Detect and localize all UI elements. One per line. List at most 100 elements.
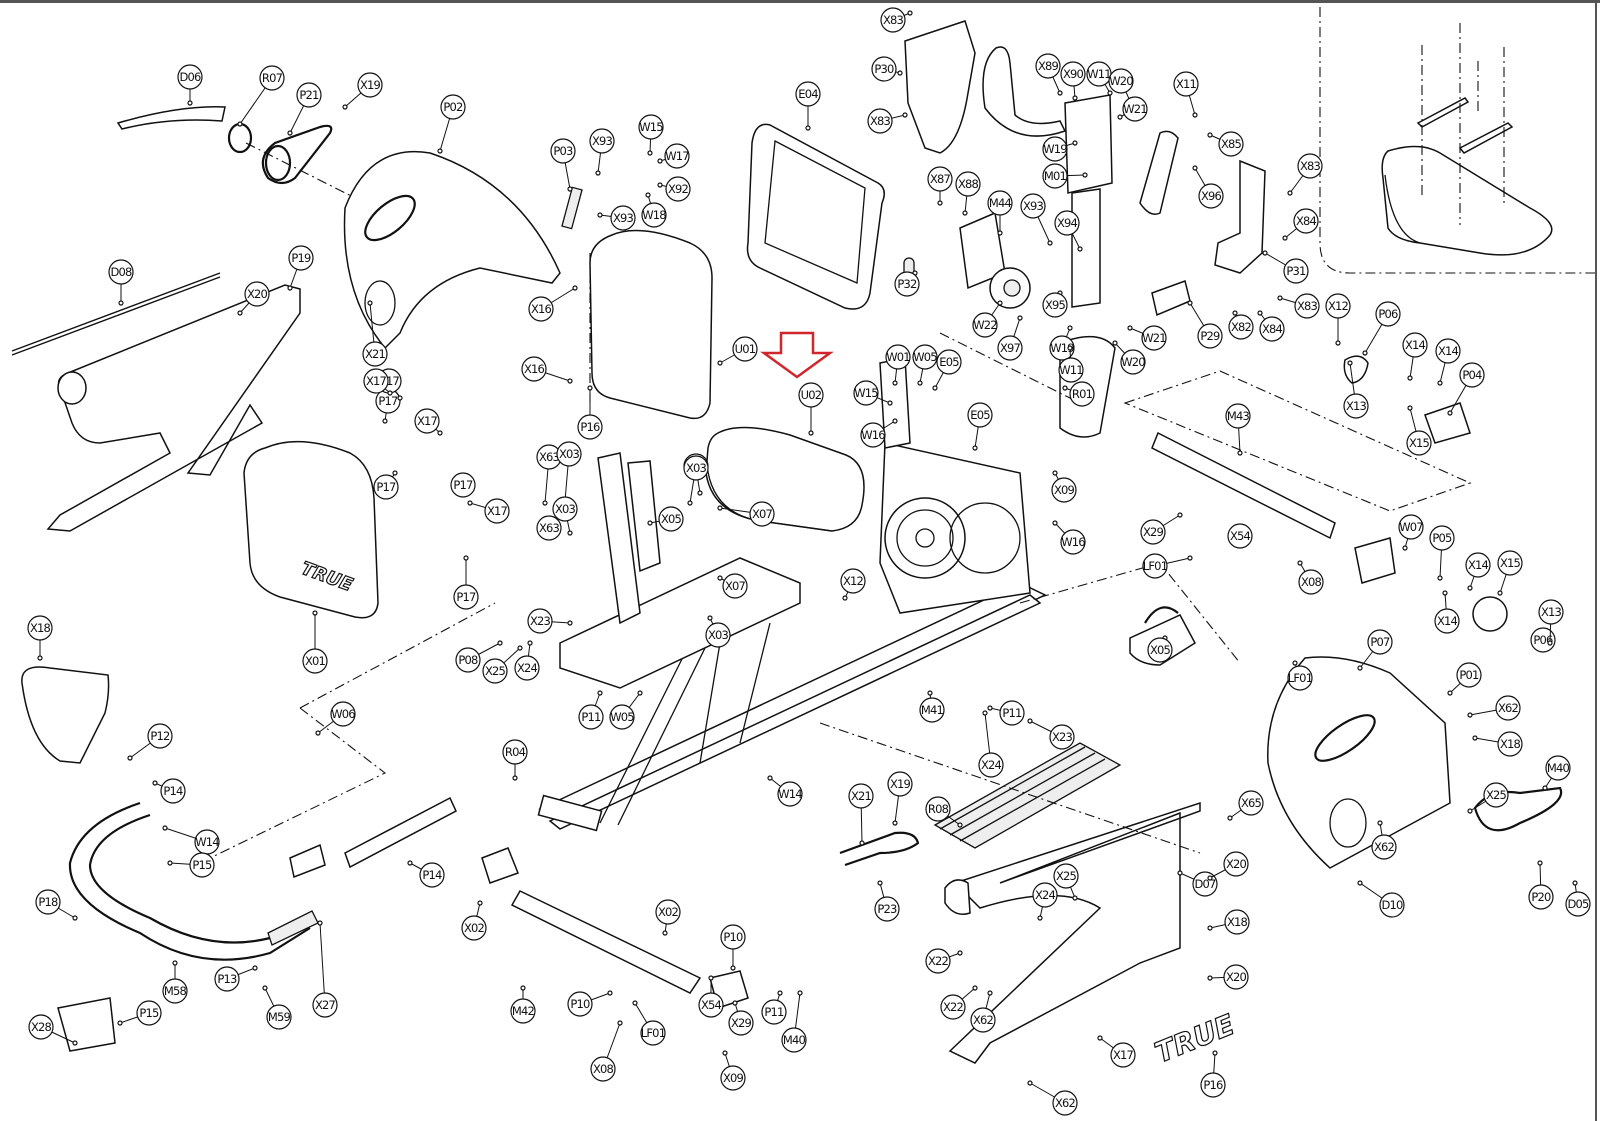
callout-m58: M58 (162, 960, 188, 1004)
cover-p21-hole (264, 144, 292, 182)
callout-label: X25 (1056, 869, 1077, 883)
callout-label: X21 (365, 347, 386, 361)
callout-bubble (1053, 863, 1079, 889)
callout-p32: P32 (894, 270, 920, 297)
callout-leader-dot (1442, 590, 1448, 596)
callout-bubble (414, 408, 440, 434)
callout-label: X05 (1150, 643, 1171, 657)
callout-bubble (1122, 96, 1148, 122)
callout-bubble (880, 7, 906, 33)
callout-bubble (1049, 335, 1075, 361)
callout-leader-dot (997, 300, 1003, 306)
callout-bubble (720, 1065, 746, 1091)
callout-bubble (1069, 381, 1095, 407)
callout-label: X08 (593, 1062, 614, 1076)
mast-m01 (1064, 94, 1113, 194)
callout-leader-dot (287, 285, 293, 291)
callout-leader-dot (1072, 895, 1078, 901)
callout-w15: W15 (638, 114, 664, 156)
callout-bubble (1224, 909, 1250, 935)
callout-label: D05 (1567, 897, 1589, 911)
callout-label: P11 (581, 710, 601, 724)
callout-bubble (732, 336, 758, 362)
callout-bubble (665, 176, 691, 202)
callout-x89: X89 (1035, 53, 1063, 96)
callout-leader-dot (892, 418, 898, 424)
callout-leader-dot (957, 950, 963, 956)
callout-label: W21 (1123, 102, 1147, 116)
callout-leader-dot (732, 1000, 738, 1006)
callout-leader-dot (1177, 870, 1183, 876)
callout-x22: X22 (940, 985, 978, 1020)
bracket-p13 (57, 997, 116, 1052)
callout-leader-dot (1082, 172, 1088, 178)
callout-bubble (244, 281, 270, 307)
callout-leader-dot (367, 300, 373, 306)
decal-d08-edge (11, 276, 221, 356)
callout-bubble (1032, 882, 1058, 908)
callout-bubble (1060, 61, 1086, 87)
decal-d08 (11, 272, 221, 352)
callout-leader-dot (1192, 112, 1198, 118)
callout-label: X83 (883, 13, 904, 27)
callout-bubble (1198, 183, 1224, 209)
callout-bubble (482, 658, 508, 684)
callout-label: X17 (417, 414, 438, 428)
callout-bubble (312, 992, 338, 1018)
callout-bubble (1465, 552, 1491, 578)
callout-d07: D07 (1177, 870, 1218, 897)
callout-label: X15 (1409, 436, 1430, 450)
callout-p11: P11 (761, 990, 787, 1025)
callout-p06: P06 (1530, 627, 1556, 653)
callout-label: X14 (1468, 558, 1489, 572)
callout-leader-dot (1357, 665, 1363, 671)
callout-x62: X62 (1371, 820, 1397, 860)
callout-bubble (1227, 523, 1253, 549)
callout-label: X62 (973, 1013, 994, 1027)
callout-x85: X85 (1207, 131, 1244, 157)
callout-leader-dot (152, 780, 158, 786)
callout-label: LF01 (641, 1026, 666, 1040)
tube-r04 (344, 796, 457, 869)
callout-x23: X23 (1027, 718, 1075, 750)
callout-x25: X25 (1467, 782, 1509, 814)
callout-m40: M40 (781, 990, 807, 1053)
callout-bubble (162, 978, 188, 1004)
callout-bubble (590, 1056, 616, 1082)
inset-bracket-2 (1458, 122, 1514, 154)
callout-x03: X03 (556, 441, 582, 504)
callout-m43: M43 (1225, 403, 1251, 456)
callout-bubble (1367, 629, 1393, 655)
callout-leader-dot (808, 430, 814, 436)
callout-leader-dot (647, 520, 653, 526)
callout-x07: X07 (717, 501, 775, 527)
callout-bubble (35, 889, 61, 915)
endcap-p05 (1354, 537, 1396, 584)
cupholder-p12 (21, 666, 110, 764)
callout-bubble (1238, 790, 1264, 816)
callout-bubble (1223, 964, 1249, 990)
callout-leader-dot (1027, 718, 1033, 724)
callout-leader-dot (597, 690, 603, 696)
seat-u02[interactable] (705, 426, 865, 532)
callout-x12: X12 (1325, 293, 1351, 346)
callout-leader-dot (1052, 470, 1058, 476)
callout-bubble (641, 202, 667, 228)
shroud-p30 (904, 20, 976, 154)
callout-leader-dot (597, 212, 603, 218)
callout-x19: X19 (887, 771, 913, 826)
callout-label: M40 (783, 1033, 806, 1047)
callout-bubble (1218, 131, 1244, 157)
callout-label: X13 (1346, 399, 1367, 413)
stabilizer-m42 (510, 890, 702, 994)
callout-x01: X01 (302, 610, 328, 674)
callout-x84: X84 (1257, 310, 1285, 342)
callout-label: X12 (1328, 299, 1349, 313)
callout-bubble (1456, 662, 1482, 688)
callout-leader-dot (1547, 640, 1553, 646)
callout-bubble (108, 259, 134, 285)
callout-label: P10 (723, 930, 743, 944)
callout-leader-dot (1467, 585, 1473, 591)
callout-leader-dot (567, 620, 573, 626)
callout-w14: W14 (162, 825, 220, 855)
